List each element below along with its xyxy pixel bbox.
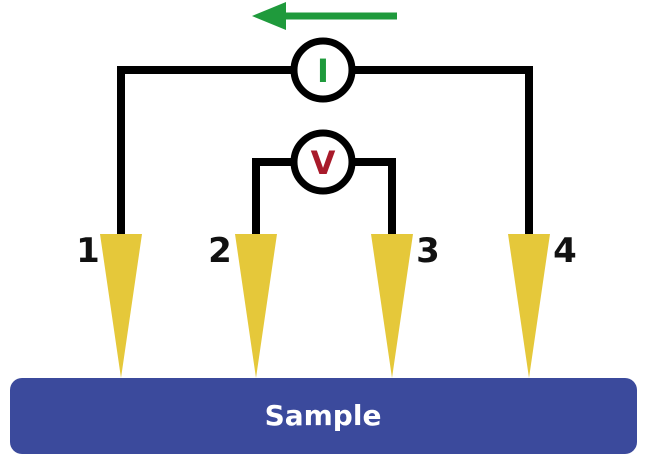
current-wire-right [352,66,533,236]
probe-1: 1 [76,231,142,378]
probe-label-3: 3 [416,231,440,271]
probe-label-1: 1 [76,231,100,271]
sample-label: Sample [265,399,382,432]
current-wire-left [117,66,294,236]
ammeter-circle [290,37,356,103]
probe-label-2: 2 [208,231,232,271]
current-direction-arrow [252,2,397,30]
voltmeter: V [290,129,356,195]
probe-tip-3 [371,234,413,378]
voltage-wire-right [352,158,396,236]
current-arrow-head [252,2,286,30]
probe-3: 3 [371,231,440,378]
ammeter: I [290,37,356,103]
probe-4: 4 [508,231,577,378]
probe-tip-1 [100,234,142,378]
sample-block [10,378,637,454]
probe-2: 2 [208,231,277,378]
voltmeter-symbol: V [311,144,336,182]
probe-tip-2 [235,234,277,378]
ammeter-symbol: I [317,52,329,90]
probe-label-4: 4 [553,231,577,271]
sample: Sample [10,378,637,454]
voltmeter-circle [290,129,356,195]
voltage-wire-left [252,158,294,236]
probe-tip-4 [508,234,550,378]
